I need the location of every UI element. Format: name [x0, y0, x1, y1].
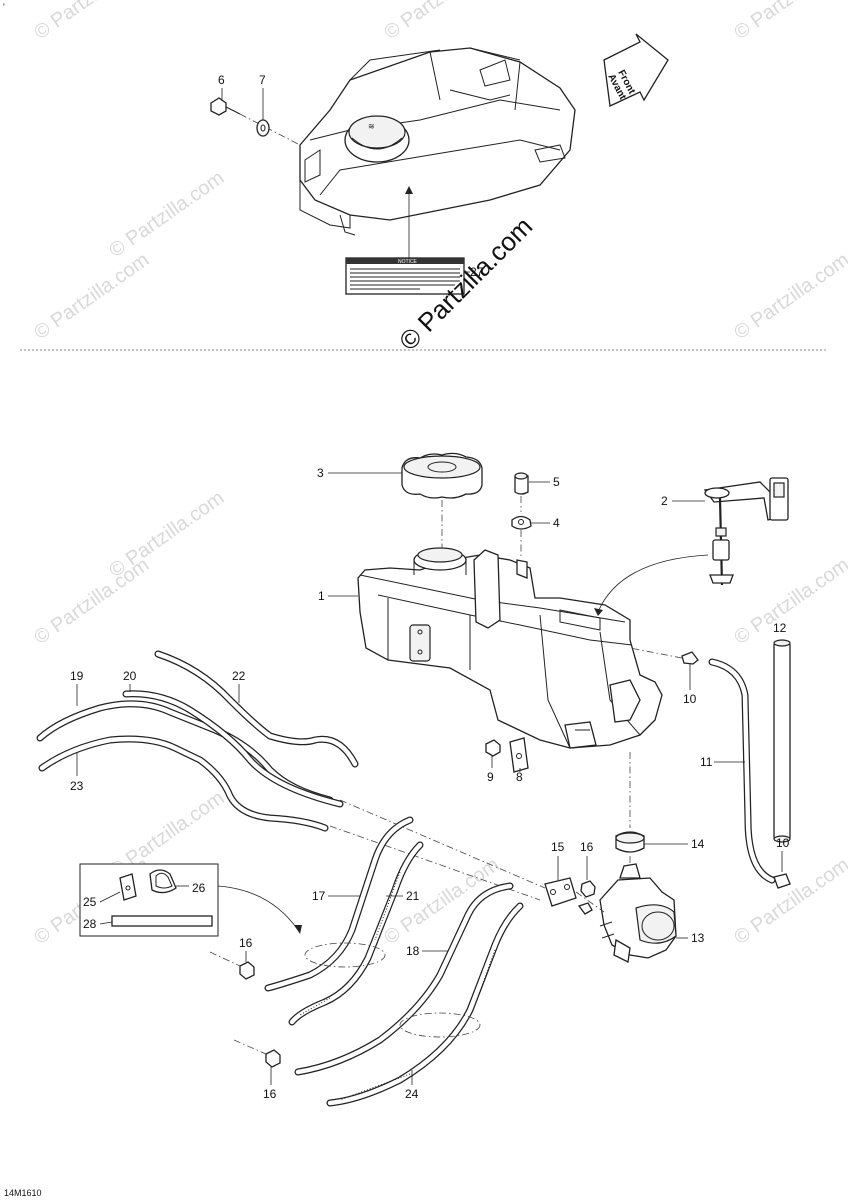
watermark: © Partzilla.com [730, 554, 848, 649]
bracket-8-illustration [509, 737, 529, 773]
callout-19: 19 [70, 669, 84, 683]
diagram-code: 14M1610 [4, 1188, 42, 1198]
fitting-16-left-upper-illustration [239, 961, 255, 980]
callout-4: 4 [553, 516, 560, 530]
watermark: © Partzilla.com [380, 0, 503, 44]
fuel-sender-2-illustration [594, 477, 789, 616]
callout-26: 26 [192, 881, 206, 895]
callout-28: 28 [83, 917, 97, 931]
callout-12: 12 [773, 621, 787, 635]
clip-10-upper-illustration [629, 647, 699, 665]
callout-8: 8 [516, 770, 523, 784]
cap-logo-text: ≋ [368, 122, 375, 131]
callout-13: 13 [691, 931, 705, 945]
callout-6: 6 [218, 73, 225, 87]
fuel-line-22-illustration [154, 650, 359, 768]
callout-25: 25 [83, 895, 97, 909]
clamp-14-illustration [615, 752, 645, 878]
notice-label-27: NOTICE [345, 186, 465, 295]
vent-cap-5-illustration [514, 472, 529, 512]
clip-10-lower-illustration [773, 873, 791, 889]
washer-7-illustration [256, 119, 270, 137]
callout-7: 7 [259, 73, 266, 87]
clamp-position-outline [399, 1012, 481, 1038]
callout-15: 15 [551, 840, 565, 854]
frame-assembly-illustration: ≋ [299, 47, 576, 236]
callout-2: 2 [661, 494, 668, 508]
callout-20: 20 [123, 669, 137, 683]
notice-title: NOTICE [398, 259, 418, 265]
tube-12-illustration [773, 639, 791, 843]
watermark: © Partzilla.com [105, 487, 228, 582]
callout-24: 24 [405, 1087, 419, 1101]
bolt-6-illustration [210, 97, 301, 146]
callout-10: 10 [776, 836, 790, 850]
callout-21: 21 [406, 889, 420, 903]
fuel-line-17-illustration [264, 816, 414, 992]
watermark: © Partzilla.com [730, 0, 848, 44]
callout-16: 16 [263, 1087, 277, 1101]
kit-box-illustration [79, 863, 302, 937]
watermark: © Partzilla.com [30, 249, 153, 344]
callout-group: 6 7 27 3 5 4 2 1 12 10 11 10 9 8 14 13 1… [70, 73, 790, 1101]
front-direction-arrow: Front Avant [603, 33, 669, 107]
callout-18: 18 [406, 944, 420, 958]
callout-3: 3 [317, 466, 324, 480]
fitting-16-left-lower-illustration [265, 1049, 281, 1068]
callout-10: 10 [683, 692, 697, 706]
pump-bracket-15-illustration [544, 877, 605, 913]
fuel-line-20-illustration [122, 690, 344, 808]
fuel-line-21-illustration [288, 841, 424, 1026]
watermark: © Partzilla.com [730, 249, 848, 344]
route-line [339, 799, 546, 889]
fuel-cap-3-illustration [401, 452, 483, 548]
watermark: © Partzilla.com [730, 854, 848, 949]
route-line [233, 1039, 267, 1055]
fuel-pump-13-illustration [599, 863, 677, 963]
callout-1: 1 [318, 589, 325, 603]
fuel-line-23-illustration [38, 735, 329, 832]
watermark: © Partzilla.com [105, 167, 228, 262]
fitting-16-illustration [577, 880, 596, 915]
callout-17: 17 [312, 889, 326, 903]
corner-mark: ' [3, 2, 5, 12]
callout-11: 11 [700, 755, 713, 769]
watermark: © Partzilla.com [30, 0, 153, 44]
vent-hose-11-illustration [708, 658, 776, 884]
watermark: © Partzilla.com [380, 854, 503, 949]
callout-9: 9 [487, 770, 494, 784]
callout-22: 22 [232, 669, 246, 683]
callout-23: 23 [70, 779, 84, 793]
callout-5: 5 [553, 475, 560, 489]
callout-16: 16 [239, 936, 253, 950]
clamp-4-illustration [511, 515, 532, 556]
callout-16: 16 [580, 840, 594, 854]
callout-27: 27 [470, 265, 484, 279]
callout-14: 14 [691, 837, 705, 851]
fuel-line-18-illustration [294, 882, 514, 1076]
route-line [209, 951, 241, 967]
fuel-tank-1-illustration [357, 547, 663, 749]
screw-9-illustration [485, 739, 501, 757]
clamp-position-outline [304, 942, 386, 968]
fuel-line-24-illustration [326, 902, 524, 1107]
